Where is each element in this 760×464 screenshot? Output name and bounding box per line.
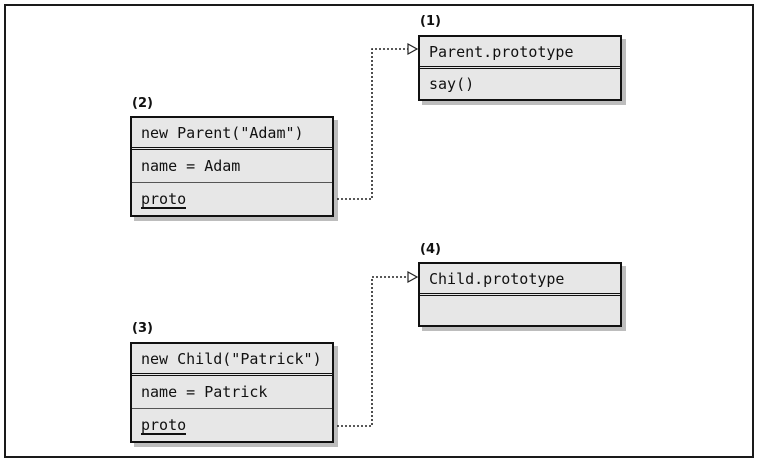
child-proto-link: [337, 276, 408, 427]
parent-proto-arrowhead: [407, 42, 419, 56]
child-prototype-title: Child.prototype: [429, 269, 565, 288]
parent-prototype-box: Parent.prototype say(): [418, 35, 622, 101]
parent-prototype-method: say(): [429, 75, 475, 93]
parent-prototype-title: Parent.prototype: [429, 42, 574, 61]
parent-proto-link: [337, 48, 408, 200]
child-proto-arrowhead: [407, 270, 419, 284]
parent-instance-property: name = Adam: [141, 157, 241, 175]
child-instance-divider: [132, 373, 332, 376]
child-prototype-box: Child.prototype: [418, 262, 622, 327]
child-instance-property: name = Patrick: [141, 383, 268, 401]
parent-instance-divider-2: [132, 182, 332, 183]
parent-prototype-divider: [420, 66, 620, 69]
child-instance-proto-label: proto: [141, 415, 187, 435]
child-prototype-divider: [420, 293, 620, 296]
child-instance-proto-row: proto: [132, 410, 332, 441]
figure-frame: [4, 4, 754, 458]
label-child-instance-number: (3): [132, 321, 153, 336]
parent-instance-divider: [132, 147, 332, 150]
label-parent-prototype-number: (1): [420, 14, 441, 29]
child-instance-title: new Child("Patrick"): [141, 349, 322, 368]
label-parent-instance-number: (2): [132, 96, 153, 111]
parent-instance-box: new Parent("Adam") name = Adam proto: [130, 116, 334, 217]
parent-instance-title: new Parent("Adam"): [141, 123, 304, 142]
child-instance-box: new Child("Patrick") name = Patrick prot…: [130, 342, 334, 443]
parent-instance-proto-row: proto: [132, 184, 332, 215]
parent-instance-proto-label: proto: [141, 189, 187, 209]
child-instance-divider-2: [132, 408, 332, 409]
label-child-prototype-number: (4): [420, 242, 441, 257]
